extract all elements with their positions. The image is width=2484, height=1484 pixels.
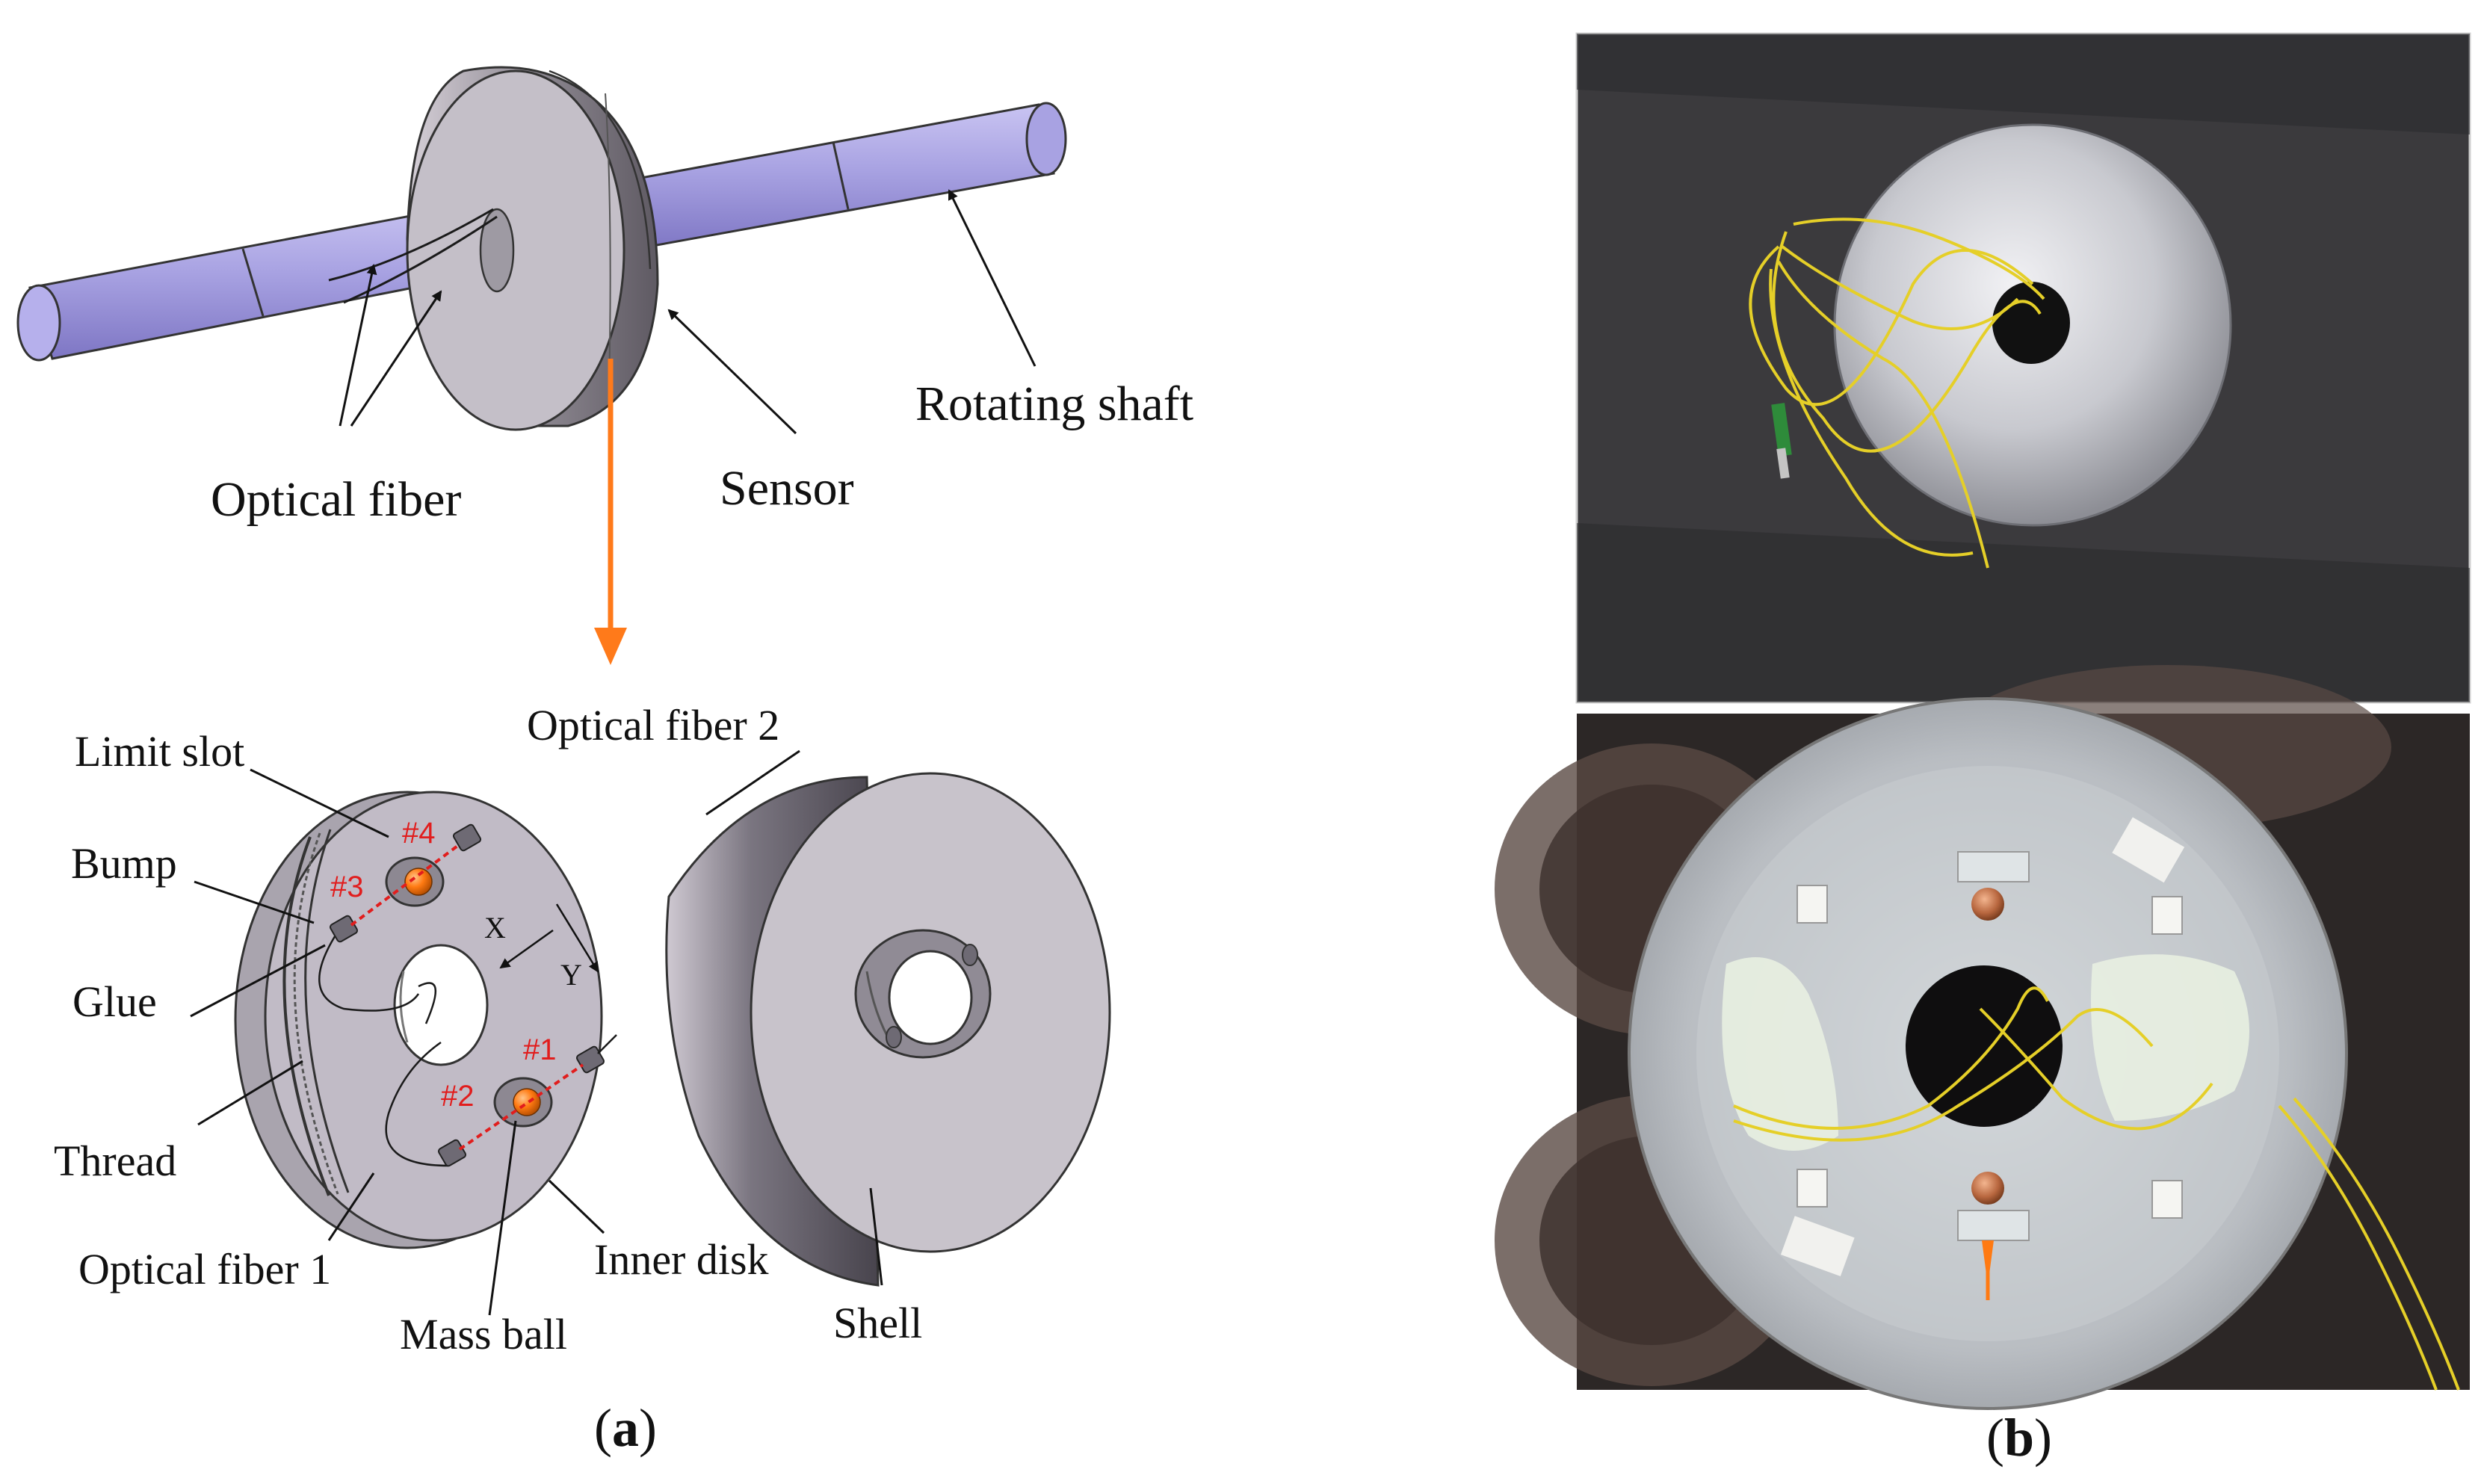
exploded-sensor-drawing: X Y #1 #2 #3 #4 Optical fib [54,701,1111,1358]
caption-b: (b) [1986,1408,2052,1468]
label-optical-fiber-2: Optical fiber 2 [527,701,779,749]
label-glue: Glue [72,977,157,1026]
label-limit-slot: Limit slot [75,727,244,776]
caption-a-letter: a [612,1398,639,1458]
zoom-arrow [594,359,627,665]
label-thread: Thread [54,1137,176,1185]
mark-3: #3 [330,871,364,903]
mark-4: #4 [402,817,436,850]
photo-mass-ball-bottom [1971,1172,2004,1205]
photo-top [1575,32,2471,704]
label-sensor: Sensor [720,461,854,516]
caption-a-open: ( [594,1398,612,1458]
axis-x-label: X [484,911,506,944]
photo-disk-hole [1992,282,2070,364]
label-bump: Bump [71,839,177,888]
label-optical-fiber-1: Optical fiber 1 [78,1245,331,1293]
caption-b-close: ) [2034,1408,2052,1468]
sensing-unit-lower [437,1034,617,1167]
photo-glue-right [2091,954,2249,1121]
label-shell: Shell [833,1299,922,1347]
label-rotating-shaft: Rotating shaft [915,377,1193,431]
inner-fiber-lines [318,933,449,1167]
rotating-shaft-left [16,200,510,362]
mass-ball-upper [404,868,433,896]
mark-2: #2 [441,1080,475,1113]
mass-ball-lower [513,1088,541,1116]
mark-1: #1 [523,1033,557,1066]
photo-bottom [1495,665,2470,1410]
sensor-disk [406,66,659,431]
photo-bottom-fibers [1733,986,2460,1391]
caption-a: (a) [594,1398,657,1458]
sensing-unit-upper [329,823,482,943]
optical-fiber-lines [328,208,498,304]
photo-mass-ball-top [1971,888,2004,921]
label-inner-disk: Inner disk [594,1235,769,1284]
rotating-shaft-right [611,102,1067,252]
photo-inner-disk-hole [1906,965,2063,1127]
caption-b-letter: b [2004,1408,2034,1468]
coordinate-axes [499,903,599,973]
inner-disk [234,791,603,1249]
axis-y-label: Y [560,958,582,992]
label-mass-ball: Mass ball [400,1310,567,1358]
shell [665,772,1111,1287]
caption-a-close: ) [639,1398,657,1458]
label-optical-fiber: Optical fiber [211,472,461,527]
photo-fiber-bundle [1749,217,2045,569]
shaft-assembly-drawing: Rotating shaft Optical fiber Sensor [16,66,1193,665]
caption-b-open: ( [1986,1408,2004,1468]
shaft-leader-lines [339,189,1036,435]
exploded-leader-lines [190,749,883,1316]
photo-connector [1771,403,1792,457]
photo-glue-left [1722,957,1838,1151]
